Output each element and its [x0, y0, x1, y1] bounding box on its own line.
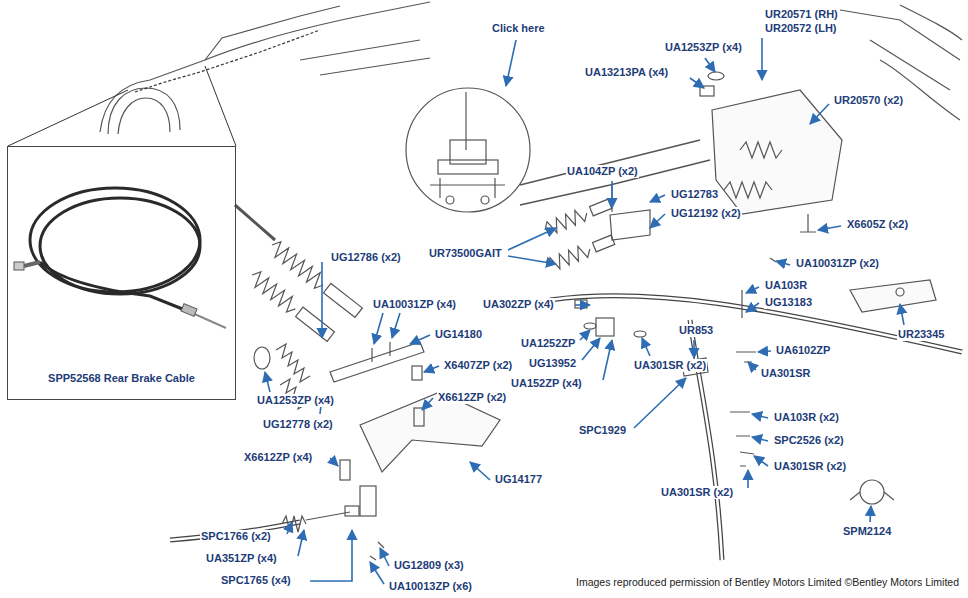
- copyright-note: Images reproduced permission of Bentley …: [575, 576, 960, 588]
- part-number: X6612ZP (x4): [243, 451, 313, 464]
- part-number: UA1253ZP (x4): [256, 394, 335, 407]
- part-number: UG12192 (x2): [670, 207, 742, 220]
- part-number: UA1252ZP: [520, 337, 576, 350]
- part-number: UR853: [678, 324, 714, 337]
- part-number: UA103R (x2): [773, 411, 840, 424]
- part-number: UA1253ZP (x4): [664, 41, 743, 54]
- part-number: UG12786 (x2): [330, 251, 402, 264]
- leader-arrows: [265, 38, 904, 584]
- part-number: X6407ZP (x2): [443, 359, 513, 372]
- part-number: UA6102ZP: [775, 344, 831, 357]
- part-number: UG14180: [434, 328, 483, 341]
- part-number: Click here: [491, 22, 546, 35]
- part-number: UA10031ZP (x4): [372, 298, 457, 311]
- part-number: UA301SR (x2): [660, 486, 734, 499]
- part-number: UR23345: [897, 328, 945, 341]
- part-number: UA301SR (x2): [773, 460, 847, 473]
- part-number: UR20571 (RH): [764, 8, 839, 21]
- part-number: UG14177: [494, 473, 543, 486]
- part-number: UR73500GAIT: [428, 247, 503, 260]
- part-number: UG13952: [528, 357, 577, 370]
- part-number: UG12778 (x2): [262, 418, 334, 431]
- part-number: X6605Z (x2): [846, 218, 909, 231]
- inset-box: SPP52568 Rear Brake Cable: [7, 146, 236, 400]
- part-number: UA301SR: [760, 367, 812, 380]
- cable-coil: [14, 188, 226, 328]
- part-number: SPM2124: [842, 525, 892, 538]
- part-number: UA10013ZP (x6): [388, 580, 473, 593]
- car-sketch: [8, 2, 430, 146]
- part-number: SPC2526 (x2): [773, 434, 845, 447]
- part-number: UG12783: [670, 188, 719, 201]
- part-number: UA103R: [764, 279, 808, 292]
- right-mechanism: [520, 5, 962, 560]
- part-number: UA351ZP (x4): [205, 552, 278, 565]
- detail-circle: [406, 88, 530, 212]
- part-number: UA302ZP (x4): [482, 298, 555, 311]
- part-number: X6612ZP (x2): [437, 391, 507, 404]
- part-number: SPC1929: [578, 424, 627, 437]
- part-number: UA301SR (x2): [633, 359, 707, 372]
- part-caption: SPP52568 Rear Brake Cable: [8, 372, 235, 385]
- part-number: UG12809 (x3): [393, 559, 465, 572]
- part-number: UA152ZP (x4): [510, 377, 583, 390]
- part-number: SPC1766 (x2): [200, 530, 272, 543]
- part-number: UR20570 (x2): [833, 94, 904, 107]
- part-number: UR20572 (LH): [764, 22, 838, 35]
- part-number: SPC1765 (x4): [220, 574, 292, 587]
- part-number: UA10031ZP (x2): [795, 257, 880, 270]
- part-number: UG13183: [764, 296, 813, 309]
- part-number: UA104ZP (x2): [566, 165, 639, 178]
- part-number: UA13213PA (x4): [584, 66, 669, 79]
